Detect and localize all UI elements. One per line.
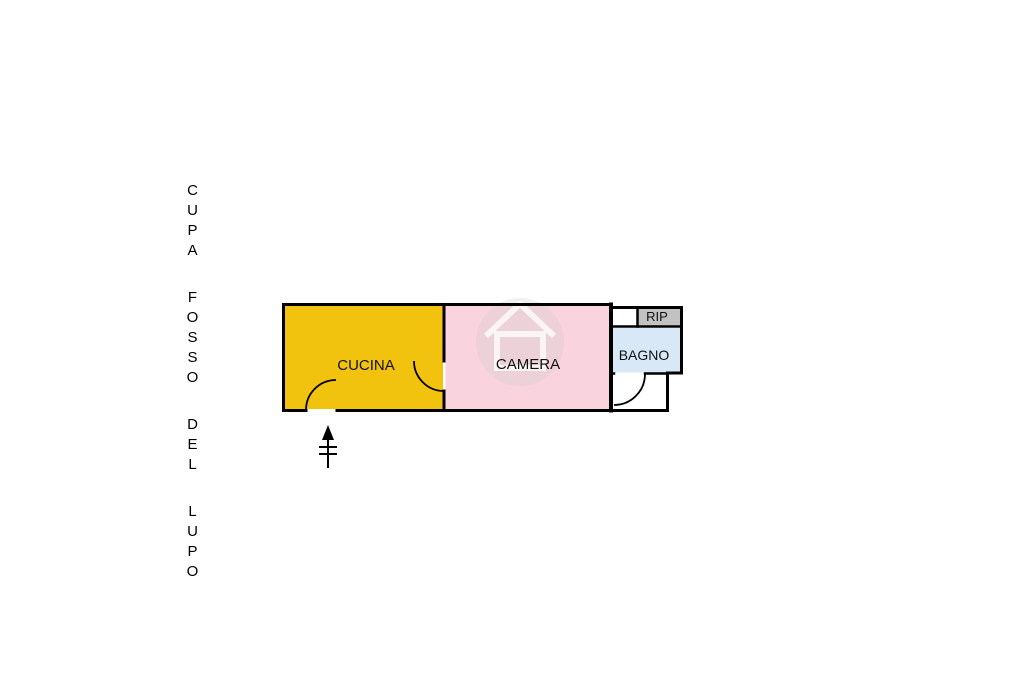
walls	[282, 302, 683, 413]
door-arcs	[305, 360, 646, 411]
room-label-camera: CAMERA	[496, 356, 560, 373]
room-label-rip: RIP	[646, 309, 668, 324]
wall-outline-left	[282, 303, 613, 412]
door-arc-bagno	[613, 373, 646, 406]
door-arc-cucina-camera	[413, 360, 445, 392]
entrance-arrow-icon	[319, 425, 337, 468]
room-label-bagno: BAGNO	[619, 347, 670, 363]
door-arc-entrance	[305, 379, 337, 411]
room-rip	[638, 309, 680, 326]
room-label-cucina: CUCINA	[337, 357, 395, 374]
room-camera	[445, 306, 610, 409]
room-labels: CUCINA CAMERA BAGNO RIP	[337, 309, 669, 374]
room-bagno	[612, 328, 680, 373]
street-name-label: CUPA FOSSO DEL LUPO	[184, 182, 201, 583]
room-fills	[285, 306, 680, 409]
